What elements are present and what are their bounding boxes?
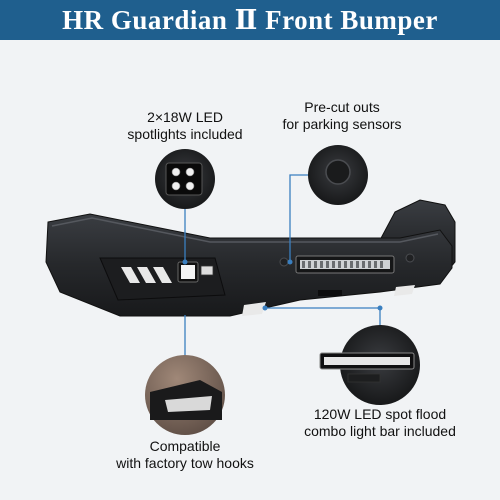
- tow-hook-opening-right: [394, 285, 415, 296]
- bumper-spotlight: [177, 261, 214, 283]
- callout-dots: [182, 259, 383, 311]
- spotlights-caption: 2×18W LED spotlights included: [110, 109, 260, 143]
- tow-hooks-caption-line2: with factory tow hooks: [116, 455, 254, 471]
- light-bar-caption: 120W LED spot flood combo light bar incl…: [285, 406, 475, 440]
- banner-title: HR Guardian Ⅱ Front Bumper: [62, 4, 438, 35]
- light-bar-caption-line2: combo light bar included: [304, 423, 456, 439]
- tow-hooks-caption-line1: Compatible: [149, 438, 221, 454]
- light-bar-detail: [319, 325, 420, 405]
- tow-hook-opening-left: [242, 302, 266, 316]
- light-bar-caption-line1: 120W LED spot flood: [313, 406, 447, 422]
- tow-hook-detail: [145, 355, 225, 435]
- tow-hooks-caption: Compatible with factory tow hooks: [100, 438, 270, 472]
- license-slot: [318, 290, 342, 296]
- spotlights-caption-line1: 2×18W LED: [147, 109, 223, 125]
- sensors-caption-line1: Pre-cut outs: [304, 99, 380, 115]
- bumper-sensor-cutout: [405, 253, 415, 263]
- sensors-caption-line2: for parking sensors: [282, 116, 402, 132]
- sensors-caption: Pre-cut outs for parking sensors: [262, 99, 422, 133]
- bumper-light-bar: [295, 255, 395, 274]
- bumper-vents: [121, 267, 172, 283]
- bumper-sensor-cutout: [279, 257, 289, 267]
- title-banner: HR Guardian Ⅱ Front Bumper: [0, 0, 500, 40]
- spotlight-detail: [155, 149, 215, 209]
- spotlights-caption-line2: spotlights included: [127, 126, 243, 142]
- sensor-detail: [308, 145, 368, 205]
